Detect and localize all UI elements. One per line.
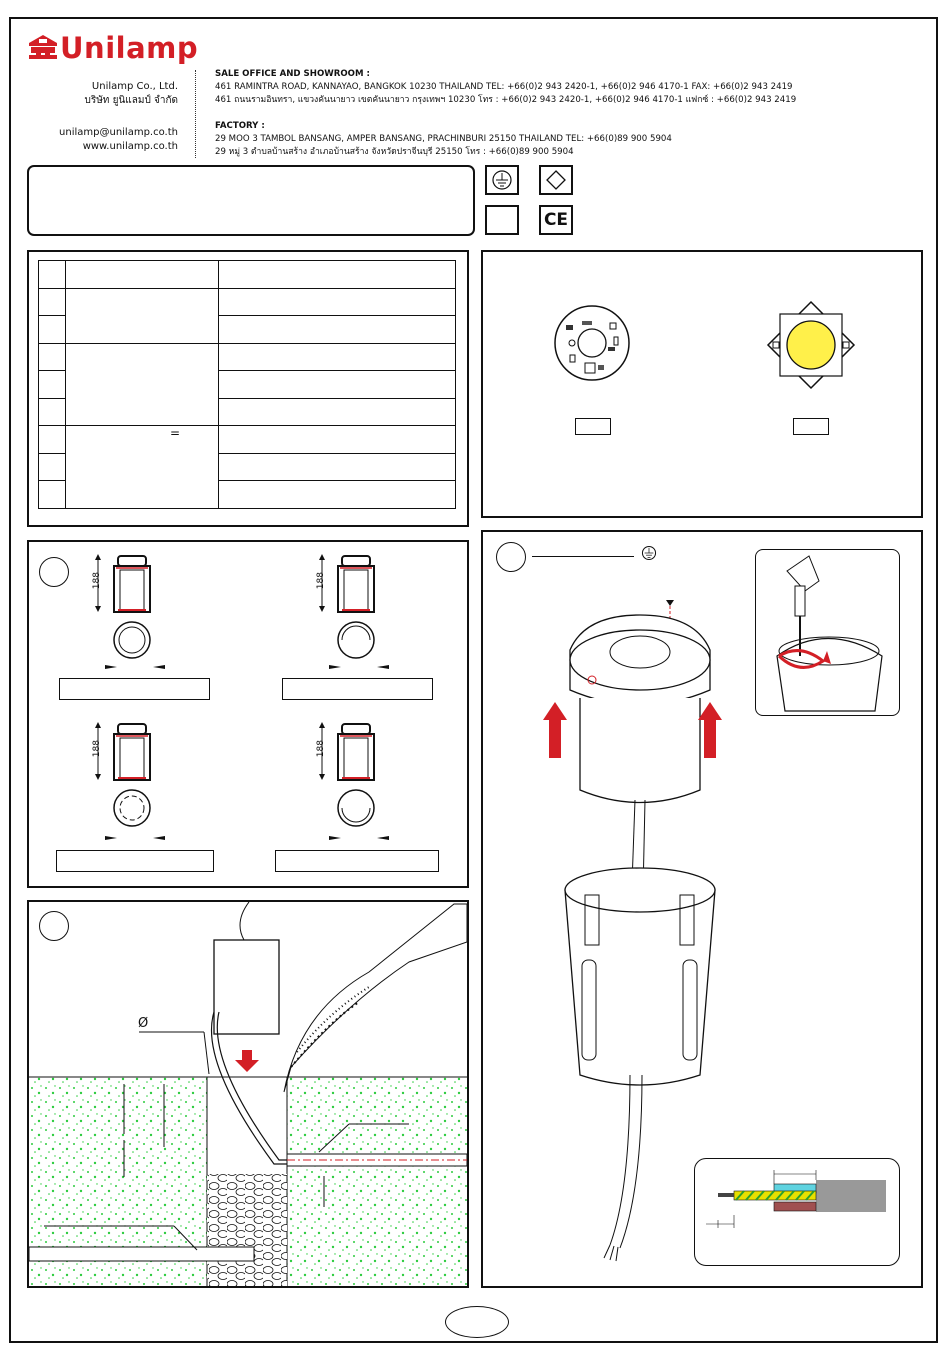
sale-office-line-en: 461 RAMINTRA ROAD, KANNAYAO, BANGKOK 102… <box>215 82 793 92</box>
brand-name: Unilamp <box>60 31 199 65</box>
assembly-panel <box>481 530 923 1288</box>
company-name-en: Unilamp Co., Ltd. <box>91 81 178 92</box>
cob-chip-label <box>793 418 829 435</box>
earth-ground-icon <box>641 545 657 561</box>
screwdriver-illustration <box>776 555 883 712</box>
lamp-side-view <box>95 722 151 827</box>
sale-office-heading: SALE OFFICE AND SHOWROOM : <box>215 69 370 79</box>
ground-installation-panel <box>27 900 469 1288</box>
step-number-circle <box>39 557 69 587</box>
beam-arrows <box>105 665 165 669</box>
spec-table: = <box>38 260 456 509</box>
earth-ground-icon <box>485 165 519 195</box>
unilamp-lamp-logo-icon <box>29 35 57 59</box>
beam-arrows <box>105 836 165 840</box>
sale-office-line-th: 461 ถนนรามอินทรา, แขวงคันนายาว เขตคันนาย… <box>215 95 797 105</box>
factory-line-th: 29 หมู่ 3 ตำบลบ้านสร้าง อำเภอบ้านสร้าง จ… <box>215 147 574 157</box>
spec-panel <box>27 250 469 527</box>
document-frame <box>9 17 938 1343</box>
diameter-symbol: Ø <box>138 1016 149 1031</box>
variant-label-box <box>275 850 439 872</box>
step-underline <box>532 556 634 557</box>
led-module-panel <box>481 250 923 518</box>
sale-office-block: SALE OFFICE AND SHOWROOM : 461 RAMINTRA … <box>215 68 796 107</box>
step-number-circle <box>496 542 526 572</box>
product-title-box <box>27 165 475 236</box>
assembly-diagram <box>543 600 722 1262</box>
variant-label-box <box>282 678 433 700</box>
height-dimension: 188 <box>316 572 326 590</box>
cable-strip-inset <box>694 1158 900 1266</box>
lamp-side-view <box>319 722 375 827</box>
factory-heading: FACTORY : <box>215 121 265 131</box>
diamond-icon <box>539 165 573 195</box>
ce-mark-icon: CE <box>539 205 573 235</box>
step-number-circle <box>39 911 69 941</box>
beam-arrows <box>329 836 389 840</box>
company-email[interactable]: unilamp@unilamp.co.th <box>59 127 178 138</box>
blank-symbol-box <box>485 205 519 235</box>
installation-diagram <box>29 902 467 1286</box>
mounting-options-panel <box>27 540 469 888</box>
screwdriver-inset <box>755 549 900 716</box>
company-name-th: บริษัท ยูนิแลมป์ จำกัด <box>84 95 179 106</box>
lamp-side-view <box>95 554 151 659</box>
height-dimension: 188 <box>316 740 326 758</box>
cob-led-chip <box>766 300 856 390</box>
header-divider <box>195 70 196 158</box>
variant-label-box <box>59 678 210 700</box>
lamp-side-view <box>319 554 375 659</box>
variant-label-box <box>56 850 214 872</box>
factory-line-en: 29 MOO 3 TAMBOL BANSANG, AMPER BANSANG, … <box>215 134 672 144</box>
beam-arrows <box>329 665 389 669</box>
led-driver-board <box>554 305 630 381</box>
page-number-oval <box>445 1306 509 1338</box>
height-dimension: 188 <box>92 572 102 590</box>
led-board-label <box>575 418 611 435</box>
factory-block: FACTORY : 29 MOO 3 TAMBOL BANSANG, AMPER… <box>215 120 672 159</box>
spec-equals-sign: = <box>169 426 180 440</box>
height-dimension: 188 <box>92 740 102 758</box>
cable-strip-diagram <box>706 1170 886 1228</box>
company-website[interactable]: www.unilamp.co.th <box>82 141 178 152</box>
company-info: Unilamp Co., Ltd. บริษัท ยูนิแลมป์ จำกัด… <box>0 80 178 154</box>
